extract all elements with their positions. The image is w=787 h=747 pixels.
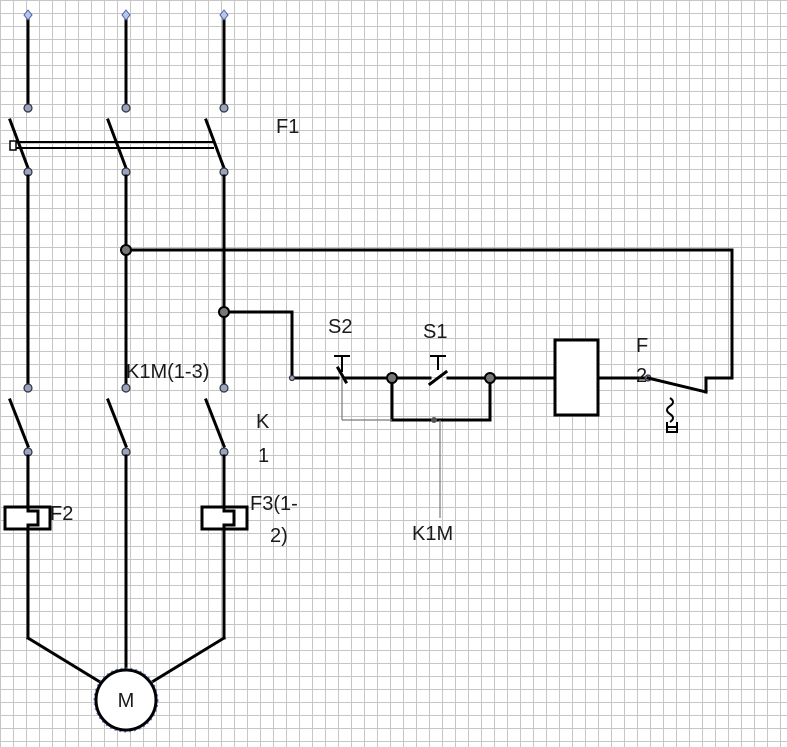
stop-button-s2 xyxy=(334,355,392,421)
supply-terminals xyxy=(23,9,229,113)
contactor-k-label-bottom: 1 xyxy=(258,445,269,467)
overload-left-label: F2 xyxy=(50,503,73,525)
aux-contact-label: K1M xyxy=(412,523,453,545)
start-button-label: S1 xyxy=(423,321,447,343)
thermal-contact-label-bottom: 2 xyxy=(636,365,647,387)
start-button-s1 xyxy=(427,355,449,387)
breaker-f1-symbol xyxy=(8,118,229,177)
supply-lines xyxy=(26,14,226,110)
junction-nodes xyxy=(120,244,496,384)
motor-symbol xyxy=(93,667,159,733)
main-contactor-contacts xyxy=(8,398,229,457)
main-contactor-ref-label: K1M(1-3) xyxy=(126,361,209,383)
motor-label: M xyxy=(118,690,135,712)
phase-lines-lower xyxy=(26,454,226,642)
motor-feed xyxy=(25,531,227,685)
control-wiring xyxy=(124,248,734,422)
overload-f2-element xyxy=(3,504,52,533)
phase-lines-middle xyxy=(23,174,229,393)
overload-right-label-top: F3(1- xyxy=(250,493,298,515)
contactor-coil xyxy=(553,338,600,417)
breaker-f1-label: F1 xyxy=(276,116,299,138)
thermal-contact xyxy=(644,374,708,433)
stop-button-label: S2 xyxy=(328,316,352,338)
overload-f3-element xyxy=(200,504,249,533)
overload-right-label-bottom: 2) xyxy=(270,525,288,547)
thermal-contact-label-top: F xyxy=(636,335,648,357)
contactor-k-label-top: K xyxy=(256,411,270,433)
aux-contact-k1m xyxy=(426,417,442,518)
